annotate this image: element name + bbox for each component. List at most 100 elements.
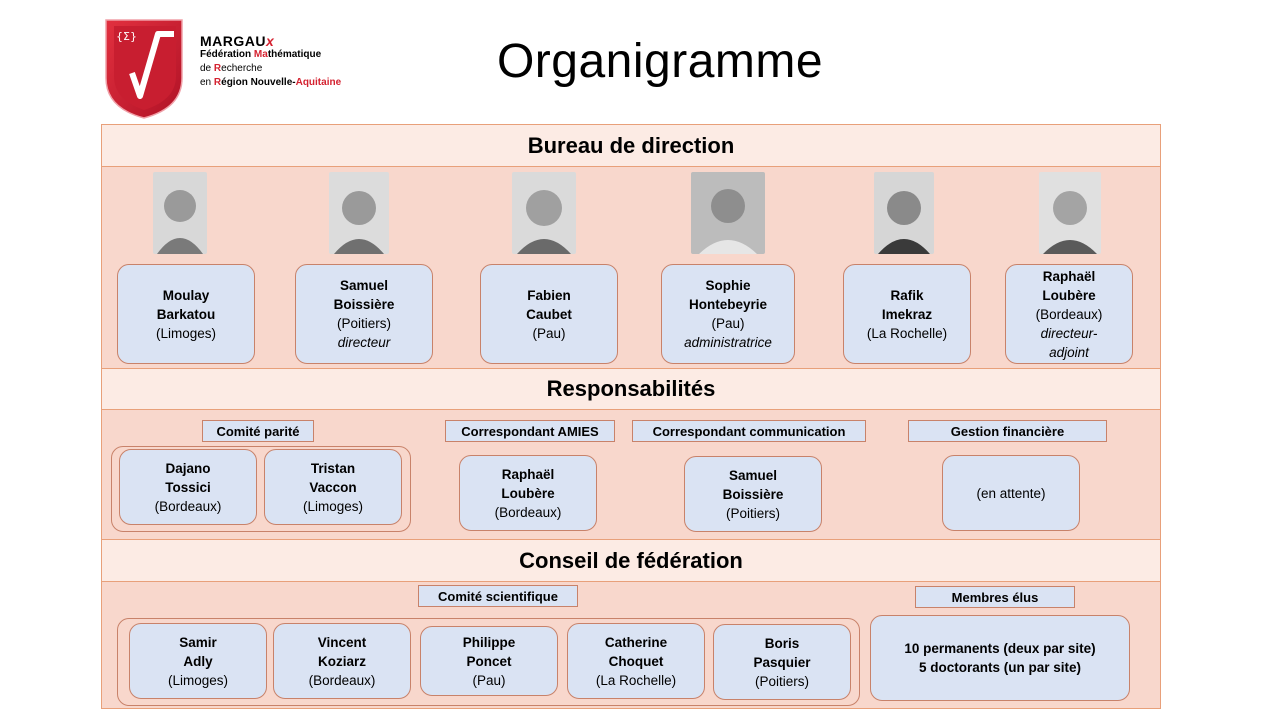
group-label: Correspondant communication — [632, 420, 866, 442]
member-last-name: Loubère — [1042, 287, 1096, 303]
member-site: (Pau) — [711, 316, 745, 331]
member-site: (La Rochelle) — [866, 325, 948, 341]
group-label: Correspondant AMIES — [445, 420, 615, 442]
member-last-name: Pasquier — [753, 654, 811, 670]
logo-brand-suffix: x — [266, 33, 275, 49]
member-first-name: Moulay — [162, 287, 210, 303]
member-first-name: Fabien — [527, 287, 571, 303]
member-site: (Poitiers) — [754, 673, 809, 689]
elected-permanents: 10 permanents (deux par site) — [904, 641, 1096, 656]
member-last-name: Imekraz — [881, 306, 933, 322]
member-first-name: Catherine — [604, 634, 668, 650]
portrait-icon — [329, 172, 389, 254]
section-heading-bureau: Bureau de direction — [101, 124, 1161, 166]
logo-line-3-c: égion Nouvelle- — [221, 77, 296, 88]
member-first-name: Raphaël — [501, 466, 555, 482]
logo-line-3-b: R — [213, 77, 222, 88]
logo-symbol: {Σ} — [116, 30, 137, 43]
member-card: Philippe Poncet (Pau) — [420, 626, 558, 696]
member-card: Vincent Koziarz (Bordeaux) — [273, 623, 411, 699]
margaux-logo-icon: {Σ} — [105, 19, 183, 119]
member-last-name: Boissière — [333, 297, 395, 312]
member-last-name: Hontebeyrie — [688, 297, 768, 312]
member-first-name: Sophie — [705, 278, 751, 293]
portrait-icon — [691, 172, 765, 254]
member-last-name: Caubet — [526, 306, 572, 322]
logo-line-2-b: R — [213, 63, 222, 74]
member-card: Boris Pasquier (Poitiers) — [713, 624, 851, 700]
member-site: (Pau) — [472, 672, 506, 688]
logo-brand: MARGAU — [200, 33, 266, 49]
portrait-icon — [874, 172, 934, 254]
member-last-name: Tossici — [165, 479, 211, 495]
section-heading-responsabilites: Responsabilités — [101, 368, 1161, 409]
member-site: (Bordeaux) — [154, 498, 222, 514]
member-first-name: Tristan — [310, 460, 356, 476]
group-label: Comité parité — [202, 420, 314, 442]
group-frame — [117, 618, 860, 706]
member-card-pending: (en attente) — [942, 455, 1080, 531]
logo-line-1-c: thématique — [267, 49, 322, 60]
member-site: (Bordeaux) — [308, 672, 376, 688]
member-card: Sophie Hontebeyrie (Pau) administratrice — [661, 264, 795, 364]
member-first-name: Philippe — [462, 634, 516, 650]
elected-members-card: 10 permanents (deux par site) 5 doctoran… — [870, 615, 1130, 701]
member-card: Catherine Choquet (La Rochelle) — [567, 623, 705, 699]
member-last-name: Adly — [183, 653, 213, 669]
member-site: (Limoges) — [167, 672, 229, 688]
member-site: (Poitiers) — [336, 316, 391, 331]
member-first-name: Vincent — [317, 634, 367, 650]
member-card: Raphaël Loubère (Bordeaux) directeur- ad… — [1005, 264, 1133, 364]
member-last-name: Barkatou — [156, 306, 216, 322]
member-last-name: Vaccon — [309, 479, 357, 495]
member-role: administratrice — [684, 335, 772, 350]
logo-line-3-d: Aquitaine — [295, 77, 342, 88]
member-first-name: Boris — [764, 635, 800, 651]
page-title: Organigramme — [496, 35, 824, 88]
member-card: Fabien Caubet (Pau) — [480, 264, 618, 364]
member-last-name: Boissière — [722, 486, 784, 502]
logo-text: MARGAUx Fédération Mathématique de Reche… — [200, 34, 341, 90]
group-label: Membres élus — [915, 586, 1075, 608]
member-site: (Poitiers) — [725, 505, 780, 521]
elected-doctorants: 5 doctorants (un par site) — [918, 660, 1082, 675]
member-first-name: Samuel — [339, 278, 389, 293]
member-last-name: Loubère — [501, 485, 555, 501]
member-card: Raphaël Loubère (Bordeaux) — [459, 455, 597, 531]
section-heading-conseil: Conseil de fédération — [101, 539, 1161, 581]
logo-line-1-a: Fédération — [200, 49, 254, 60]
portrait-icon — [1039, 172, 1101, 254]
group-label: Gestion financière — [908, 420, 1107, 442]
pending-text: (en attente) — [976, 485, 1046, 501]
member-site: (Limoges) — [155, 325, 217, 341]
member-card: Samuel Boissière (Poitiers) directeur — [295, 264, 433, 364]
member-first-name: Rafik — [890, 287, 924, 303]
member-card: Samuel Boissière (Poitiers) — [684, 456, 822, 532]
member-first-name: Dajano — [165, 460, 211, 476]
member-site: (Bordeaux) — [494, 504, 562, 520]
member-role-cont: adjoint — [1049, 344, 1089, 360]
member-role: directeur — [337, 335, 391, 350]
member-role: directeur- — [1040, 325, 1098, 341]
portrait-icon — [153, 172, 207, 254]
member-first-name: Samuel — [728, 467, 778, 483]
group-frame — [111, 446, 411, 532]
logo-line-2-c: echerche — [221, 63, 263, 74]
member-site: (Bordeaux) — [1035, 306, 1103, 322]
member-card: Rafik Imekraz (La Rochelle) — [843, 264, 971, 364]
member-first-name: Raphaël — [1042, 268, 1096, 284]
member-last-name: Koziarz — [317, 653, 366, 669]
member-card: Samir Adly (Limoges) — [129, 623, 267, 699]
member-card: Moulay Barkatou (Limoges) — [117, 264, 255, 364]
section-body-bureau — [101, 166, 1161, 368]
member-card: Tristan Vaccon (Limoges) — [264, 449, 402, 525]
logo-line-2-a: de — [200, 63, 214, 74]
member-card: Dajano Tossici (Bordeaux) — [119, 449, 257, 525]
logo-line-3-a: en — [200, 77, 214, 88]
logo-line-1-b: Ma — [253, 49, 268, 60]
member-last-name: Poncet — [466, 653, 512, 669]
portrait-icon — [512, 172, 576, 254]
member-first-name: Samir — [179, 634, 217, 650]
member-site: (La Rochelle) — [595, 672, 677, 688]
group-label: Comité scientifique — [418, 585, 578, 607]
